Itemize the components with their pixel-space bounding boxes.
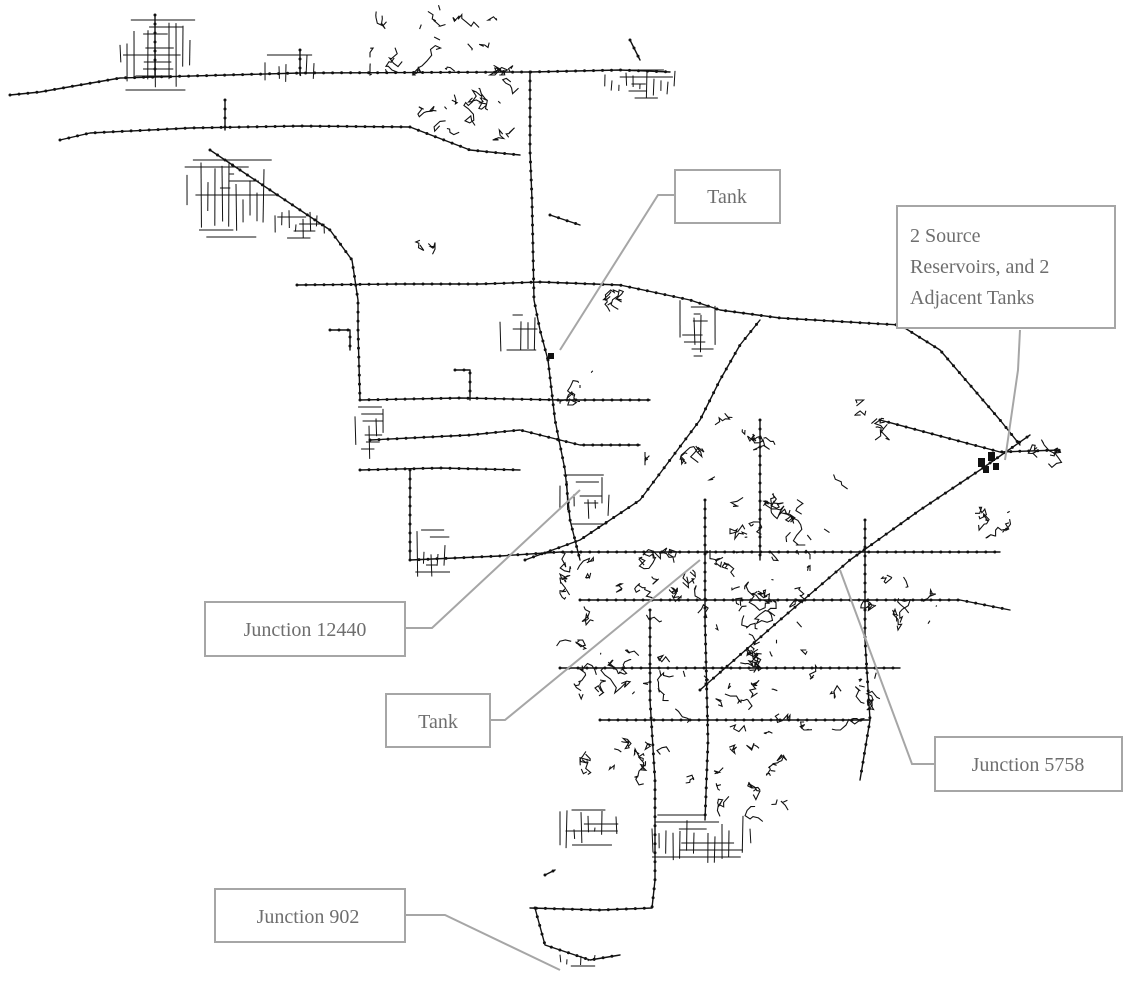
callout-junction-5758: Junction 5758 xyxy=(935,737,1122,791)
callout-tank-south: Tank xyxy=(386,694,490,747)
main-pipes xyxy=(10,15,1060,960)
callout-junction-12440-label: Junction 12440 xyxy=(244,619,367,641)
callout-junction-902-label: Junction 902 xyxy=(257,906,360,928)
distribution-clusters xyxy=(120,5,1062,966)
callout-junction-902: Junction 902 xyxy=(215,889,405,942)
tank-marker-north xyxy=(548,353,554,359)
callout-source-line-2: Reservoirs, and 2 xyxy=(910,256,1049,278)
callout-tank-north-label: Tank xyxy=(707,186,747,208)
callout-tank-north: Tank xyxy=(675,170,780,223)
callout-source-line-3: Adjacent Tanks xyxy=(910,287,1035,309)
callout-source-line-1: 2 Source xyxy=(910,225,981,247)
callout-junction-12440: Junction 12440 xyxy=(205,602,405,656)
callout-junction-5758-label: Junction 5758 xyxy=(972,754,1085,776)
pipe-nodes xyxy=(9,14,1058,961)
callout-tank-south-label: Tank xyxy=(418,711,458,733)
callout-source-reservoirs: 2 Source Reservoirs, and 2 Adjacent Tank… xyxy=(897,206,1115,328)
